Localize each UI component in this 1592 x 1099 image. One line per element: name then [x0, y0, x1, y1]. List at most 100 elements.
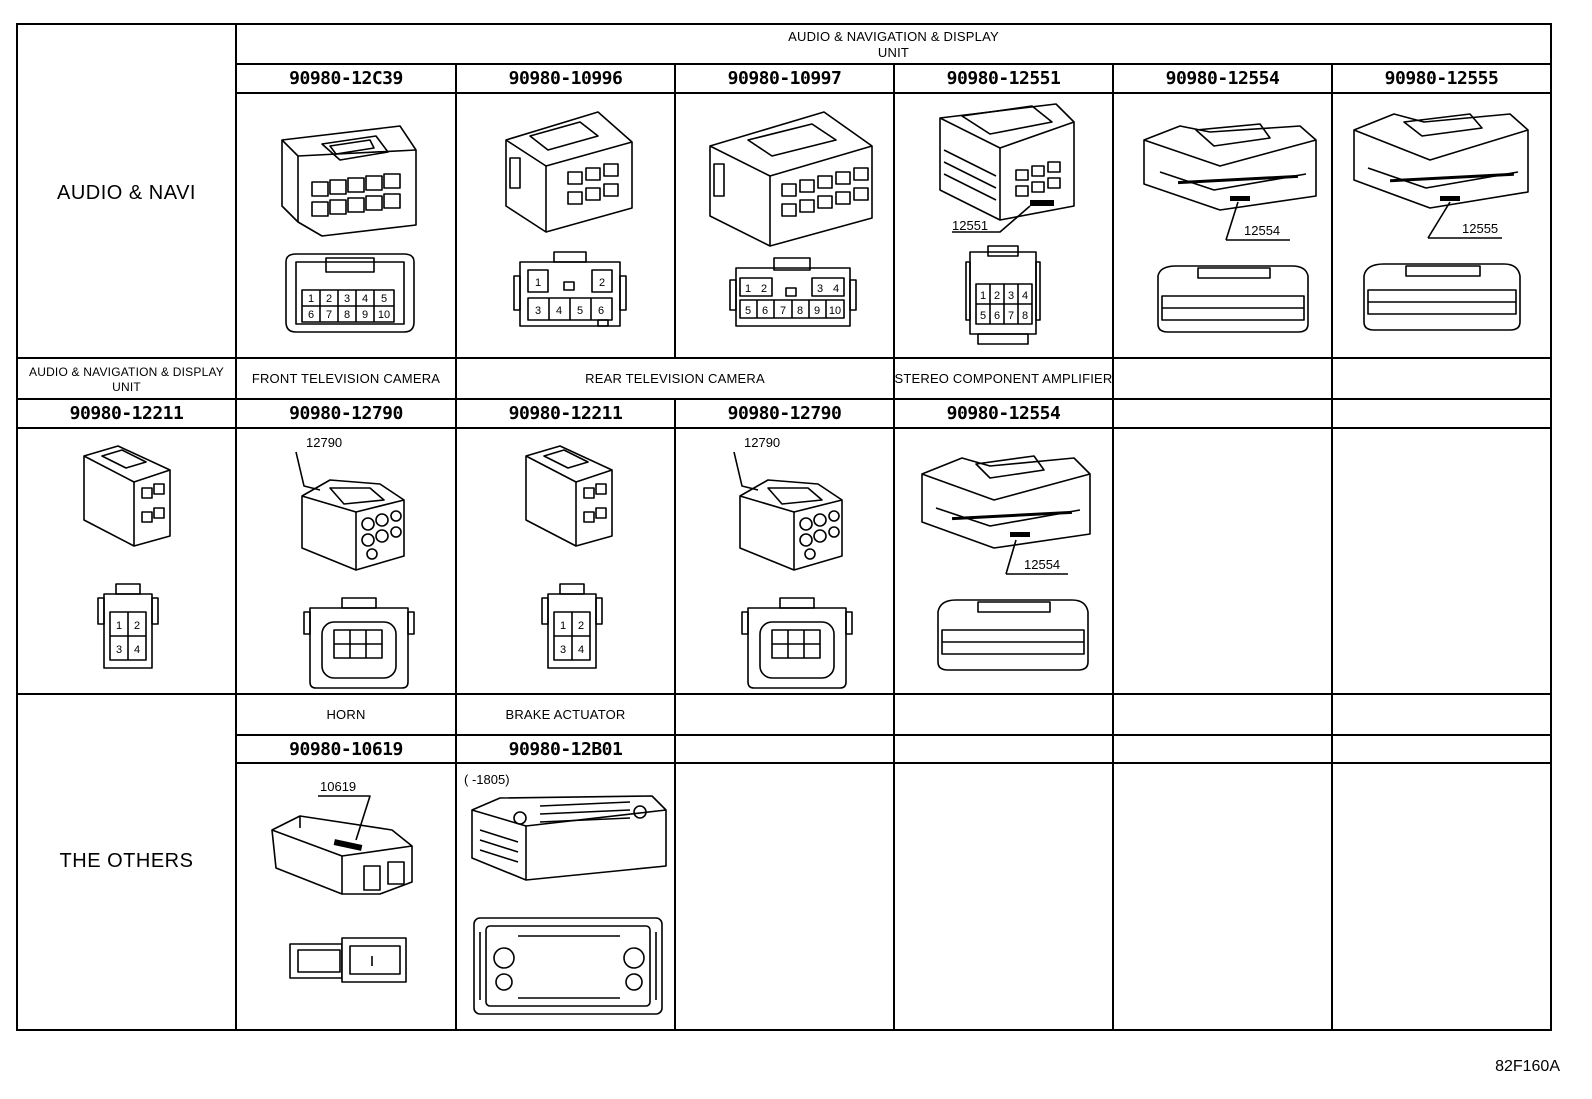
connector-10997-face	[729, 257, 857, 327]
part-number: 90980-12790	[289, 403, 403, 424]
connector-12554-face	[1157, 265, 1309, 333]
connector-12554-iso	[1143, 123, 1317, 241]
pin-label: 2	[134, 620, 140, 632]
pin-label: 9	[362, 309, 368, 321]
pin-label: 7	[780, 305, 786, 317]
pin-label: 2	[326, 293, 332, 305]
connector-12554-iso-b	[921, 455, 1091, 575]
connector-12555-iso	[1353, 113, 1529, 239]
part-number: 90980-12211	[508, 403, 623, 424]
connector-10619-iso	[271, 795, 413, 895]
connector-12551-face	[965, 245, 1041, 345]
outer-border	[16, 23, 1552, 1031]
connector-12c39-face	[285, 253, 415, 333]
section-the-others: THE OTHERS	[59, 849, 194, 872]
pin-label: 8	[1022, 310, 1028, 322]
row2-header-amplifier: STEREO COMPONENT AMPLIFIER	[894, 370, 1113, 386]
pin-label: 3	[1008, 290, 1014, 302]
callout-12554: 12554	[1024, 557, 1060, 572]
row3-header-brake-actuator: BRAKE ACTUATOR	[505, 706, 626, 722]
pin-label: 5	[745, 305, 751, 317]
connector-12551-iso	[939, 103, 1075, 233]
row2-header-front-camera: FRONT TELEVISION CAMERA	[251, 370, 441, 386]
row2-header-rear-camera: REAR TELEVISION CAMERA	[585, 370, 765, 386]
callout-12790: 12790	[744, 435, 780, 450]
pin-label: 3	[535, 305, 541, 317]
pin-label: 8	[797, 305, 803, 317]
pin-label: 5	[980, 310, 986, 322]
part-number: 90980-10996	[508, 68, 623, 89]
pin-label: 2	[994, 290, 1000, 302]
pin-label: 7	[326, 309, 332, 321]
pin-label: 1	[308, 293, 314, 305]
part-number: 90980-12B01	[508, 738, 623, 760]
pin-label: 10	[378, 309, 390, 321]
part-number: 90980-12554	[946, 403, 1061, 424]
part-number: 90980-12551	[946, 68, 1061, 89]
pin-label: 5	[381, 293, 387, 305]
part-number: 90980-12C39	[289, 68, 403, 89]
pin-label: 1	[745, 283, 751, 295]
pin-label: 6	[762, 305, 768, 317]
connector-10997-iso	[709, 111, 873, 247]
pin-label: 3	[817, 283, 823, 295]
part-number: 90980-12555	[1384, 68, 1499, 89]
pin-label: 4	[833, 283, 839, 295]
pin-label: 5	[577, 305, 583, 317]
connector-12555-face	[1363, 263, 1521, 331]
pin-label: 7	[1008, 310, 1014, 322]
pin-label: 6	[598, 305, 604, 317]
connector-12554-face-b	[937, 599, 1089, 671]
pin-label: 6	[994, 310, 1000, 322]
connector-12790-iso-a	[295, 451, 405, 571]
pin-label: 9	[814, 305, 820, 317]
pin-label: 10	[829, 305, 841, 317]
part-number: 90980-12790	[727, 403, 842, 424]
pin-label: 1	[560, 620, 566, 632]
callout-12554: 12554	[1244, 223, 1280, 238]
pin-label: 3	[344, 293, 350, 305]
connector-12b01-face	[473, 917, 663, 1015]
connector-12790-face-b	[741, 597, 853, 689]
pin-label: 1	[116, 620, 122, 632]
pin-label: 2	[578, 620, 584, 632]
pin-label: 2	[599, 277, 605, 289]
callout-12555: 12555	[1462, 221, 1498, 236]
callout-10619: 10619	[320, 779, 356, 794]
pin-label: 2	[761, 283, 767, 295]
connector-12211-iso-b	[525, 445, 613, 547]
drawing-reference: 82F160A	[1495, 1058, 1560, 1075]
callout-1805: ( -1805)	[464, 772, 510, 787]
connector-10996-iso	[505, 111, 633, 233]
pin-label: 4	[578, 644, 584, 656]
connector-12790-iso-b	[733, 451, 843, 571]
pin-label: 1	[980, 290, 986, 302]
pin-label: 3	[560, 644, 566, 656]
part-number: 90980-10997	[727, 68, 842, 89]
connector-12790-face-a	[303, 597, 415, 689]
pin-label: 4	[134, 644, 140, 656]
connector-12c39-iso	[281, 125, 417, 237]
connector-12b01-iso	[471, 795, 667, 881]
pin-label: 3	[116, 644, 122, 656]
pin-label: 6	[308, 309, 314, 321]
part-number: 90980-10619	[289, 738, 403, 760]
connector-12211-face-b	[541, 583, 603, 669]
part-number: 90980-12554	[1165, 68, 1280, 89]
part-number: 90980-12211	[69, 403, 184, 424]
pin-label: 1	[535, 277, 541, 289]
row3-header-horn: HORN	[326, 706, 366, 722]
pin-label: 8	[344, 309, 350, 321]
callout-12551: 12551	[952, 218, 988, 233]
pin-label: 4	[362, 293, 368, 305]
connector-10619-face	[289, 937, 407, 983]
callout-12790: 12790	[306, 435, 342, 450]
connector-12211-face	[97, 583, 159, 669]
pin-label: 4	[1022, 290, 1028, 302]
